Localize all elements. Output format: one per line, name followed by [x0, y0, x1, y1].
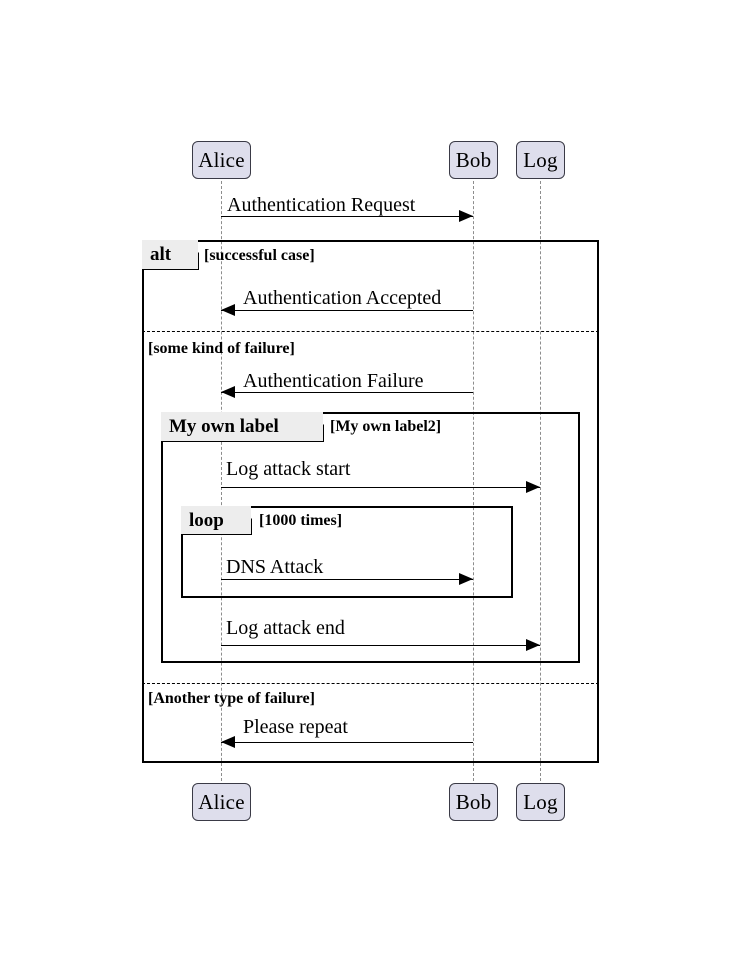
fragment-my-own-label-guard: [My own label2]	[330, 418, 442, 435]
message-line-log-attack-end	[221, 645, 540, 646]
participant-bob-bottom-label: Bob	[455, 789, 492, 814]
fragment-loop-guard: [1000 times]	[259, 512, 343, 529]
participant-bob-bottom[interactable]: Bob	[449, 783, 498, 821]
arrowhead-left-please-repeat	[221, 735, 235, 748]
fragment-alt-guard-3: [Another type of failure]	[148, 690, 315, 707]
message-label-authentication-failure: Authentication Failure	[243, 370, 424, 392]
message-label-authentication-request: Authentication Request	[227, 194, 416, 216]
fragment-loop-operator: loop	[189, 509, 224, 531]
message-line-authentication-failure	[221, 392, 473, 393]
lifeline-bob	[473, 181, 474, 781]
participant-alice-bottom[interactable]: Alice	[192, 783, 251, 821]
message-label-authentication-accepted: Authentication Accepted	[243, 287, 442, 309]
message-line-authentication-accepted	[221, 310, 473, 311]
message-line-please-repeat	[221, 742, 473, 743]
fragment-alt-separator-1	[142, 331, 599, 332]
fragment-my-own-label-frame	[161, 412, 580, 663]
message-line-authentication-request	[221, 216, 473, 217]
participant-alice-bottom-label: Alice	[198, 789, 245, 814]
arrowhead-right-authentication-request	[459, 209, 473, 222]
message-label-log-attack-end: Log attack end	[226, 617, 345, 639]
fragment-loop-tag-shape	[181, 506, 252, 535]
message-label-please-repeat: Please repeat	[243, 716, 348, 738]
fragment-alt-tag: alt	[142, 240, 198, 269]
lifeline-alice	[221, 181, 222, 781]
participant-log-bottom[interactable]: Log	[516, 783, 565, 821]
message-line-dns-attack	[221, 579, 473, 580]
fragment-my-own-label-tag: My own label	[161, 412, 323, 441]
participant-alice-top-label: Alice	[198, 147, 245, 172]
fragment-alt-frame	[142, 240, 599, 763]
participant-log-top-label: Log	[523, 147, 558, 172]
arrowhead-left-authentication-failure	[221, 385, 235, 398]
participant-alice-top[interactable]: Alice	[192, 141, 251, 179]
lifeline-log	[540, 181, 541, 781]
participant-log-bottom-label: Log	[523, 789, 558, 814]
fragment-alt-tag-shape	[142, 240, 199, 270]
fragment-loop-frame	[181, 506, 513, 598]
participant-log-top[interactable]: Log	[516, 141, 565, 179]
fragment-alt-guard-1: [successful case]	[204, 247, 315, 264]
fragment-loop-tag: loop	[181, 506, 251, 534]
message-label-dns-attack: DNS Attack	[226, 556, 324, 578]
participant-bob-top-label: Bob	[455, 147, 492, 172]
arrowhead-right-log-attack-end	[526, 638, 540, 651]
arrowhead-right-dns-attack	[459, 572, 473, 585]
fragment-alt-operator: alt	[150, 244, 172, 265]
arrowhead-left-authentication-accepted	[221, 303, 235, 316]
message-label-log-attack-start: Log attack start	[226, 458, 351, 480]
message-line-log-attack-start	[221, 487, 540, 488]
arrowhead-right-log-attack-start	[526, 480, 540, 493]
fragment-my-own-label-operator: My own label	[169, 416, 279, 437]
fragment-my-own-label-tag-shape	[161, 412, 324, 442]
participant-bob-top[interactable]: Bob	[449, 141, 498, 179]
fragment-alt-separator-2	[142, 683, 599, 684]
fragment-alt-guard-2: [some kind of failure]	[148, 340, 295, 357]
